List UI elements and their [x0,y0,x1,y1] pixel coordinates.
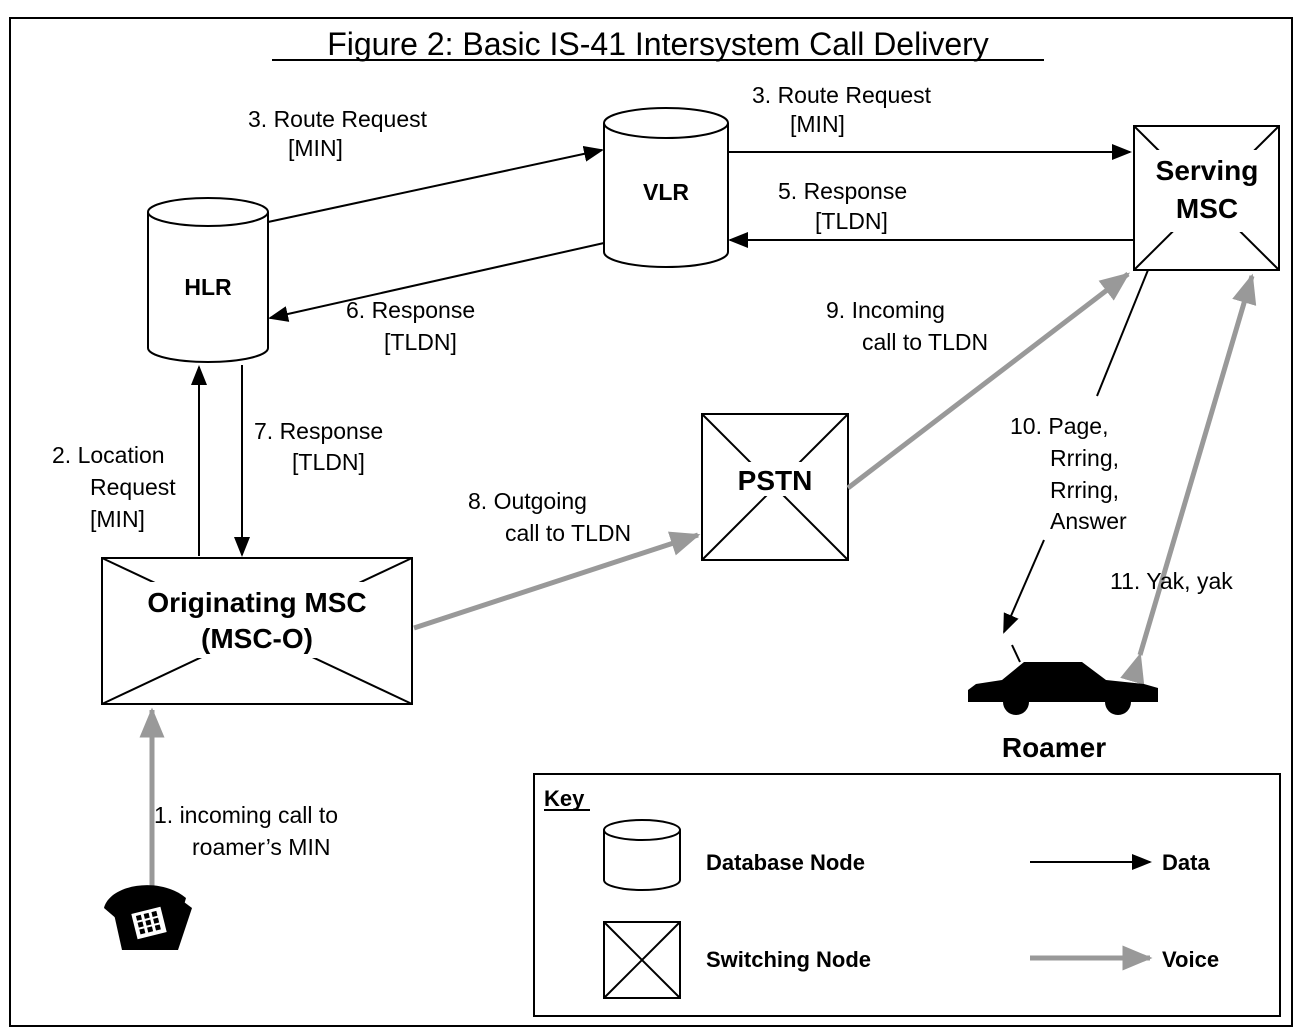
label-page-line4: Answer [1050,508,1127,534]
arrow-yak-yak [1120,273,1257,685]
label-response-6-line2: [TLDN] [384,329,457,355]
key-legend: Key Database Node Switching Node Data Vo… [533,773,1281,1017]
label-route-request-2-line1: 3. Route Request [752,82,932,108]
originating-msc-label-2: (MSC-O) [201,623,313,654]
key-title: Key [544,786,585,811]
label-incoming-call-tldn-line1: 9. Incoming [826,297,945,323]
originating-msc-label-1: Originating MSC [147,587,366,618]
legend-voice-label: Voice [1162,947,1219,972]
label-outgoing-call-line2: call to TLDN [505,520,631,546]
serving-msc-node: Serving MSC [1133,125,1280,271]
label-location-request-line2: Request [90,474,176,500]
label-incoming-call-line1: 1. incoming call to [154,802,338,828]
legend-database-label: Database Node [706,850,865,875]
label-response-6-line1: 6. Response [346,297,475,323]
telephone-icon [104,885,192,950]
roamer-label: Roamer [1002,732,1106,763]
serving-msc-label-1: Serving [1156,155,1259,186]
label-route-request-1-line1: 3. Route Request [248,106,428,132]
label-incoming-call-line2: roamer’s MIN [192,834,330,860]
label-response-7-line2: [TLDN] [292,449,365,475]
figure-frame [9,17,1293,1027]
label-incoming-call-tldn-line2: call to TLDN [862,329,988,355]
hlr-node: HLR [147,197,269,363]
label-location-request-line1: 2. Location [52,442,165,468]
hlr-label: HLR [184,274,232,300]
arrow-response-vlr-hlr [268,242,605,322]
label-route-request-2-line2: [MIN] [790,111,845,137]
serving-msc-label-2: MSC [1176,193,1238,224]
car-icon [968,644,1158,715]
arrow-route-request-hlr-vlr [267,145,604,223]
label-response-5-line2: [TLDN] [815,208,888,234]
label-page-line2: Rrring, [1050,445,1119,471]
figure-title: Figure 2: Basic IS-41 Intersystem Call D… [327,26,989,62]
arrow-page-to-roamer [1003,539,1045,634]
label-page-line3: Rrring, [1050,477,1119,503]
label-location-request-line3: [MIN] [90,506,145,532]
label-outgoing-call-line1: 8. Outgoing [468,488,587,514]
arrow-incoming-call-tldn [846,272,1130,490]
label-response-5-line1: 5. Response [778,178,907,204]
vlr-label: VLR [643,179,689,205]
pstn-label: PSTN [738,465,813,496]
legend-switching-icon [603,921,681,999]
vlr-node: VLR [603,107,729,268]
pstn-node: PSTN [701,413,849,561]
legend-switching-label: Switching Node [706,947,871,972]
label-yak-yak: 11. Yak, yak [1110,568,1233,594]
legend-database-icon [603,819,681,891]
arrow-outgoing-call [413,531,701,631]
legend-data-label: Data [1162,850,1210,875]
label-route-request-1-line2: [MIN] [288,135,343,161]
label-response-7-line1: 7. Response [254,418,383,444]
label-page-line1: 10. Page, [1010,413,1108,439]
originating-msc-node: Originating MSC (MSC-O) [101,557,413,705]
